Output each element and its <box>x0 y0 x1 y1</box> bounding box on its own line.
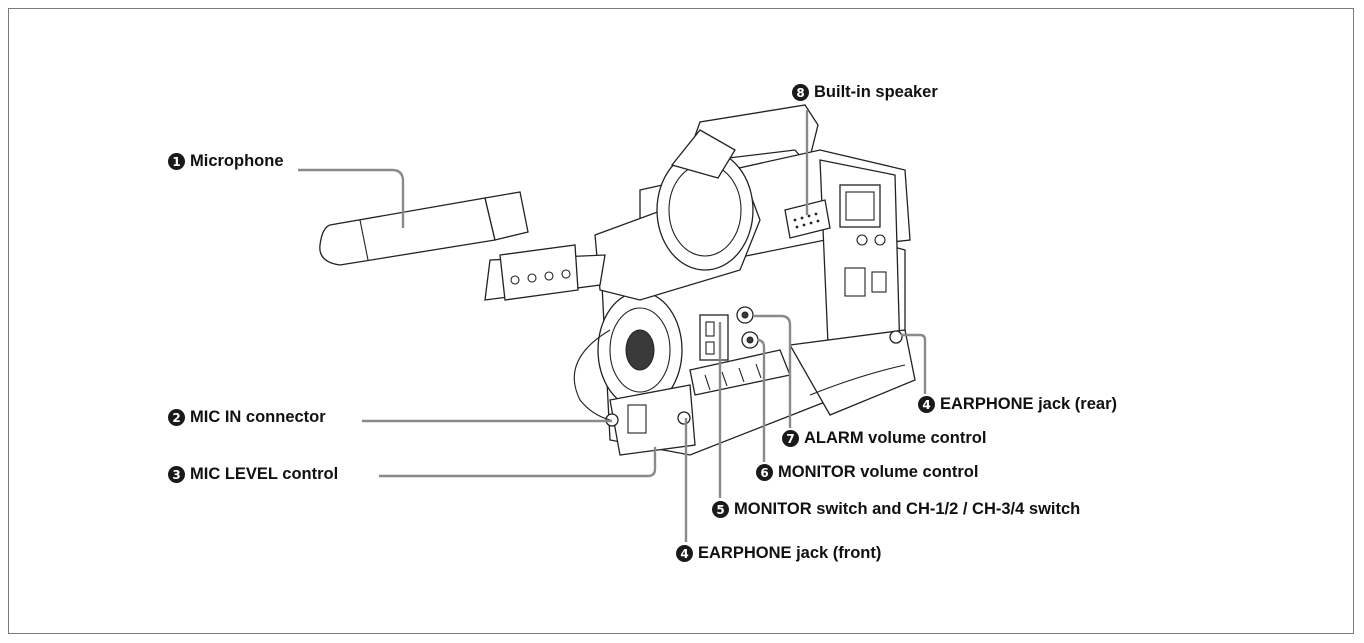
callout-text: MONITOR volume control <box>778 463 979 482</box>
callout-text: EARPHONE jack (front) <box>698 544 882 563</box>
leader-alarm-volume <box>753 314 792 428</box>
callout-text: Microphone <box>190 152 284 171</box>
leader-microphone <box>298 168 405 228</box>
callout-monitor-switch: 5 MONITOR switch and CH-1/2 / CH-3/4 swi… <box>712 501 1080 518</box>
callout-number-badge: 5 <box>712 501 729 518</box>
callout-number-badge: 4 <box>676 545 693 562</box>
leader-mic-level-control <box>379 447 657 478</box>
callout-text: MONITOR switch and CH-1/2 / CH-3/4 switc… <box>734 500 1081 519</box>
callout-number-badge: 4 <box>918 396 935 413</box>
callout-microphone: 1 Microphone <box>168 153 284 170</box>
callout-monitor-volume-control: 6 MONITOR volume control <box>756 464 978 481</box>
callout-text: Built-in speaker <box>814 83 938 102</box>
leader-monitor-volume <box>756 338 766 462</box>
callout-built-in-speaker: 8 Built-in speaker <box>792 84 938 101</box>
callout-earphone-jack-rear: 4 EARPHONE jack (rear) <box>918 396 1117 413</box>
callout-earphone-jack-front: 4 EARPHONE jack (front) <box>676 545 881 562</box>
callout-number-badge: 6 <box>756 464 773 481</box>
callout-number-badge: 3 <box>168 466 185 483</box>
callout-text: ALARM volume control <box>804 429 987 448</box>
callout-number-badge: 8 <box>792 84 809 101</box>
callout-number-badge: 2 <box>168 409 185 426</box>
callout-mic-in-connector: 2 MIC IN connector <box>168 409 326 426</box>
leader-earphone-rear <box>901 333 927 394</box>
figure-frame <box>8 8 1354 634</box>
callout-number-badge: 7 <box>782 430 799 447</box>
callout-text: EARPHONE jack (rear) <box>940 395 1117 414</box>
callout-text: MIC IN connector <box>190 408 326 427</box>
leader-lines <box>298 110 927 542</box>
camcorder-body <box>319 104 916 456</box>
callout-text: MIC LEVEL control <box>190 465 339 484</box>
callout-alarm-volume-control: 7 ALARM volume control <box>782 430 986 447</box>
callout-mic-level-control: 3 MIC LEVEL control <box>168 466 338 483</box>
callout-number-badge: 1 <box>168 153 185 170</box>
